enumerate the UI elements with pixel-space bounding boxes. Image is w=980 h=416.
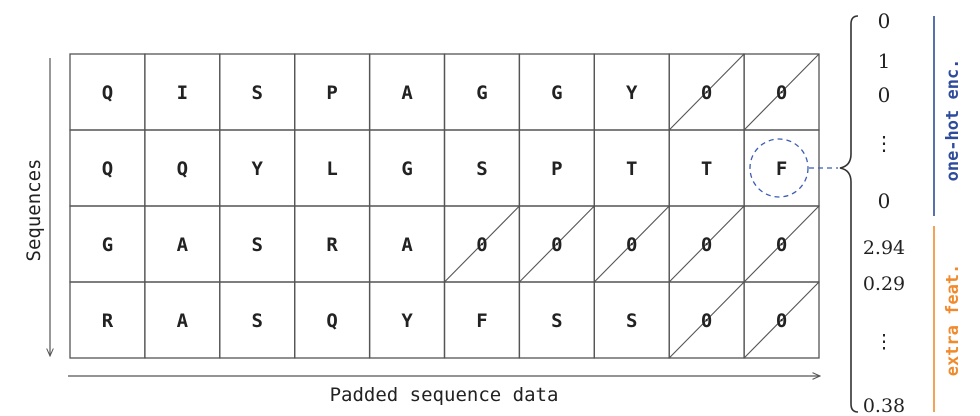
- grid-cell-label: Y: [401, 310, 413, 332]
- grid-cell-label: A: [177, 234, 189, 256]
- extra-feature-values: 2.94 0.29 ⋮ 0.38: [863, 237, 905, 416]
- grid-cell-label: L: [326, 158, 337, 180]
- pad-diagonal: [668, 53, 745, 131]
- grid-cell-label: Q: [177, 158, 188, 180]
- one-hot-value: ⋮: [874, 131, 894, 155]
- grid-cell-label: S: [252, 234, 263, 256]
- one-hot-value: 0: [878, 189, 891, 213]
- grid-cell-label: 0: [701, 82, 712, 104]
- grid-cell-label: 0: [476, 234, 487, 256]
- pad-diagonal: [668, 205, 745, 283]
- one-hot-value: 0: [878, 9, 891, 33]
- grid-cell-label: S: [551, 310, 562, 332]
- pad-diagonal: [519, 205, 595, 283]
- grid-cell-label: 0: [701, 234, 712, 256]
- grid-cell-label: S: [476, 158, 487, 180]
- pad-diagonal: [668, 281, 745, 359]
- grid-cell-label: G: [551, 82, 562, 104]
- y-axis-label: Sequences: [23, 159, 45, 262]
- pad-diagonal: [593, 205, 670, 283]
- extra-feature-value: 0.29: [863, 273, 905, 295]
- extra-feature-value: 2.94: [863, 237, 905, 259]
- one-hot-value: 1: [878, 49, 891, 73]
- grid-cell-label: S: [252, 310, 263, 332]
- vector-brace: [839, 15, 859, 413]
- grid-cell-label: P: [551, 158, 562, 180]
- grid-cell-label: Q: [102, 158, 113, 180]
- grid-cell-label: G: [476, 82, 487, 104]
- grid-cell-label: A: [177, 310, 189, 332]
- extra-label: extra feat.: [943, 264, 963, 377]
- grid-cell-label: R: [102, 310, 114, 332]
- grid-cell-label: A: [401, 82, 413, 104]
- grid-cell-label: 0: [551, 234, 562, 256]
- grid-cell-label: 0: [776, 82, 787, 104]
- grid-cell-label: 0: [701, 310, 712, 332]
- x-axis-label: Padded sequence data: [330, 384, 559, 406]
- grid-cell-label: F: [476, 310, 487, 332]
- grid-cell-label: S: [626, 310, 637, 332]
- grid-cell-label: T: [701, 158, 712, 180]
- grid-cell-label: Q: [326, 310, 337, 332]
- pad-diagonal: [743, 281, 820, 359]
- one-hot-label: one-hot enc.: [943, 59, 963, 182]
- one-hot-value: 0: [878, 83, 891, 107]
- highlight-circle: [749, 138, 809, 198]
- extra-feature-value: 0.38: [863, 395, 905, 416]
- grid-cell-label: G: [102, 234, 113, 256]
- grid-cell-label: R: [326, 234, 338, 256]
- grid-cell-label: Y: [252, 158, 264, 180]
- grid-cell-label: A: [401, 234, 413, 256]
- pad-diagonal: [444, 205, 520, 283]
- grid-cell-label: T: [626, 158, 637, 180]
- grid-cell-label: I: [177, 82, 188, 104]
- grid-cell-label: G: [401, 158, 412, 180]
- grid-cell-label: 0: [626, 234, 637, 256]
- one-hot-values: 0 1 0 ⋮ 0: [874, 9, 894, 213]
- grid-cell-label: P: [326, 82, 337, 104]
- pad-diagonal: [743, 53, 820, 131]
- grid-cell-label: Q: [102, 82, 113, 104]
- grid-cell-label: S: [252, 82, 263, 104]
- grid-cell-label: Y: [626, 82, 638, 104]
- extra-feature-value: ⋮: [875, 331, 894, 353]
- grid-cell-label: 0: [776, 310, 787, 332]
- grid-cell-label: 0: [776, 234, 787, 256]
- grid-cell: [743, 281, 820, 359]
- grid-cell-label: F: [776, 158, 787, 180]
- pad-diagonal: [743, 205, 820, 283]
